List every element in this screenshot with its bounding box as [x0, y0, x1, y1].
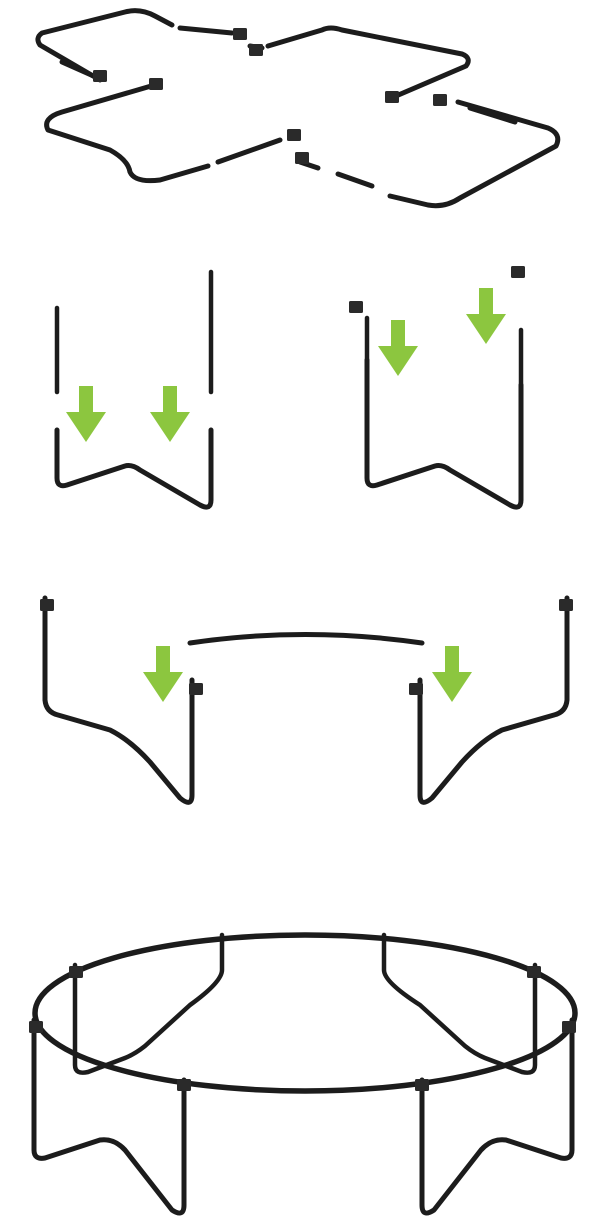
down-arrow-icon [150, 386, 190, 442]
step-2-insert-uprights [54, 266, 525, 510]
rail-segment [215, 137, 283, 165]
connector-sleeve [527, 966, 541, 978]
leg-frame-left [42, 595, 195, 805]
rail-segment [59, 59, 101, 81]
connector-sleeve [93, 70, 107, 82]
u-frame-top-left [35, 8, 175, 83]
connector-sleeve [433, 94, 447, 106]
u-frame-right [387, 99, 561, 209]
connector-sleeve [69, 966, 83, 978]
down-arrow-icon [432, 646, 472, 702]
connector-sleeve [40, 599, 54, 611]
step-1-parts-layout [35, 8, 561, 209]
down-arrow-icon [466, 288, 506, 344]
connector-sleeve [189, 683, 203, 695]
rail-segment [177, 25, 235, 36]
connector-sleeve [233, 28, 247, 40]
connector-sleeve [559, 599, 573, 611]
arrows [66, 288, 506, 702]
connector-sleeve [409, 683, 423, 695]
connector-sleeve [349, 301, 363, 313]
down-arrow-icon [143, 646, 183, 702]
connector-sleeve [385, 91, 399, 103]
connector-sleeve [562, 1021, 576, 1033]
top-rail-segment [187, 632, 425, 646]
connector-sleeve [149, 78, 163, 90]
connector-sleeve [295, 152, 309, 164]
rail-segment [467, 105, 518, 125]
connector-sleeve [287, 129, 301, 141]
step-3-connect-rail [40, 595, 573, 805]
down-arrow-icon [378, 320, 418, 376]
connector-sleeve [249, 44, 263, 56]
step-1-tubes [35, 8, 561, 209]
connector-sleeve [511, 266, 525, 278]
front-leg-right [419, 1017, 575, 1216]
rail-segment [335, 171, 375, 189]
top-ring [32, 932, 578, 1094]
leg-frame-right [417, 595, 570, 805]
connector-sleeve [29, 1021, 43, 1033]
connector-sleeve [415, 1079, 429, 1091]
connector-sleeve [177, 1079, 191, 1091]
u-leg-left [54, 427, 214, 510]
step-4-assembled-frame [29, 932, 578, 1216]
down-arrow-icon [66, 386, 106, 442]
u-leg-right [364, 357, 524, 510]
back-leg-right [381, 932, 538, 1075]
back-leg-left [72, 932, 225, 1075]
front-leg-left [31, 1017, 187, 1216]
u-frame-bottom-left [44, 81, 211, 184]
u-frame-top-right [265, 25, 471, 99]
